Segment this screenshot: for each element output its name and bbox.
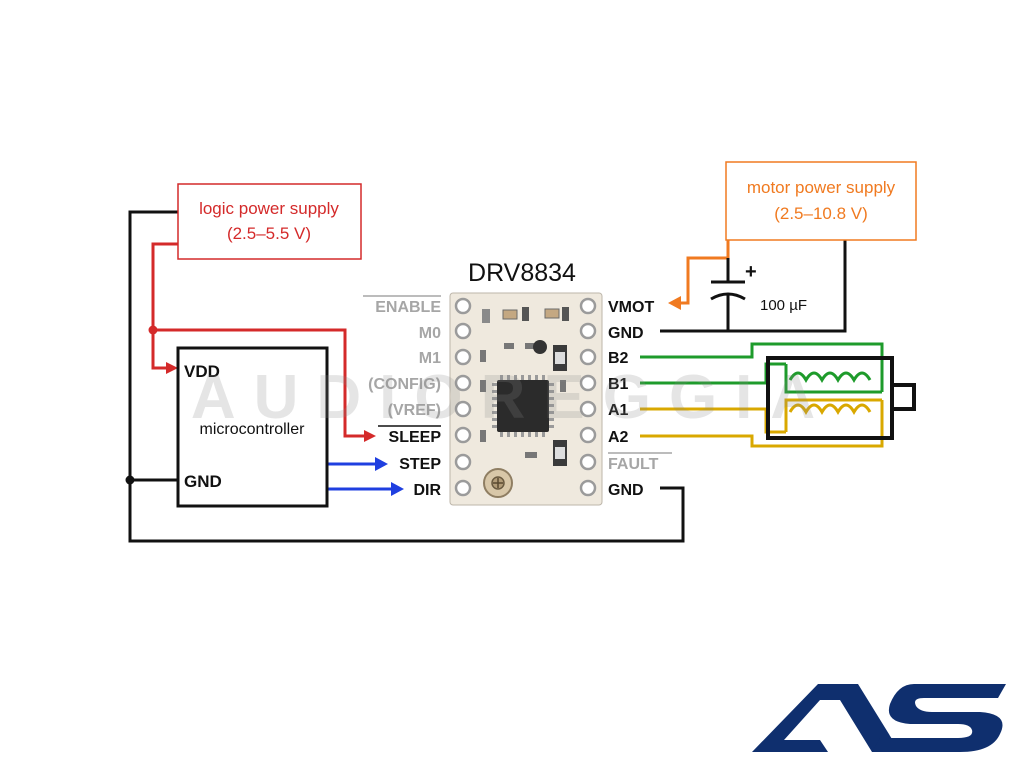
pin-label-a1: A1 (608, 402, 629, 419)
pin-label-gnd-bottom: GND (608, 482, 644, 499)
dir-arrowhead (391, 482, 404, 496)
pin-label-enable: ENABLE (375, 299, 441, 316)
pin-hole (579, 453, 597, 471)
pin-hole (454, 322, 472, 340)
stepper-motor (766, 356, 916, 440)
pin-hole (454, 479, 472, 497)
as-logo (752, 684, 1006, 752)
smd-components (480, 307, 569, 466)
capacitor-value: 100 µF (760, 297, 807, 314)
current-limit-potentiometer (483, 468, 513, 498)
board-title: DRV8834 (468, 259, 576, 287)
step-arrowhead (375, 457, 388, 471)
watermark: AUDIOREGGIA (191, 363, 833, 432)
pin-hole (579, 348, 597, 366)
mcu-vdd-label: VDD (184, 362, 220, 381)
pin-label-m0: M0 (419, 325, 441, 342)
coil-b-winding (788, 371, 872, 384)
pin-label-b1: B1 (608, 376, 629, 393)
pin-label-b2: B2 (608, 350, 629, 367)
pin-label-m1: M1 (419, 350, 441, 367)
ground-wires (128, 210, 847, 543)
right-pin-holes (579, 297, 597, 497)
pin-hole (579, 479, 597, 497)
pin-hole (579, 426, 597, 444)
signal-wires (327, 462, 392, 491)
pin-hole (454, 426, 472, 444)
mcu-label: microcontroller (200, 421, 306, 438)
pin-label-vmot: VMOT (608, 299, 654, 316)
sleep-arrowhead (364, 430, 376, 442)
pin-label-fault: FAULT (608, 456, 659, 473)
pin-hole (579, 400, 597, 418)
coil-a-winding (788, 403, 872, 416)
logic-supply-range: (2.5–5.5 V) (227, 224, 311, 243)
pin-hole (454, 400, 472, 418)
mcu-gnd-label: GND (184, 472, 222, 491)
pin-hole (454, 348, 472, 366)
driver-chip (497, 380, 549, 432)
left-pin-holes (454, 297, 472, 497)
motor-supply-label: motor power supply (747, 178, 896, 197)
pin-hole (454, 374, 472, 392)
logic-junction-dot (148, 325, 158, 335)
microcontroller-box (176, 346, 329, 508)
vmot-arrowhead (668, 296, 681, 310)
pin-hole (454, 453, 472, 471)
pin-hole (579, 322, 597, 340)
ground-junction-dot (125, 475, 135, 485)
motor-supply-range: (2.5–10.8 V) (774, 204, 868, 223)
pin-label-step: STEP (399, 456, 441, 473)
vdd-arrowhead (166, 362, 178, 374)
pin-label-gnd-top: GND (608, 325, 644, 342)
drv8834-board (449, 292, 603, 506)
motor-power-wire (680, 240, 730, 305)
pin-hole (579, 297, 597, 315)
motor-power-supply-box (725, 161, 917, 241)
pin-label-vref: (VREF) (388, 402, 441, 419)
logic-power-wires (151, 242, 368, 438)
capacitor-symbol (710, 258, 746, 331)
capacitor-plus: + (745, 261, 757, 283)
pin-label-dir: DIR (413, 482, 441, 499)
pin-label-config: (CONFIG) (368, 376, 441, 393)
pin-hole (454, 297, 472, 315)
pin-label-a2: A2 (608, 429, 629, 446)
pin-label-sleep: SLEEP (389, 429, 442, 446)
logic-power-supply-box (177, 183, 362, 260)
pin-hole (579, 374, 597, 392)
logic-supply-label: logic power supply (199, 199, 339, 218)
